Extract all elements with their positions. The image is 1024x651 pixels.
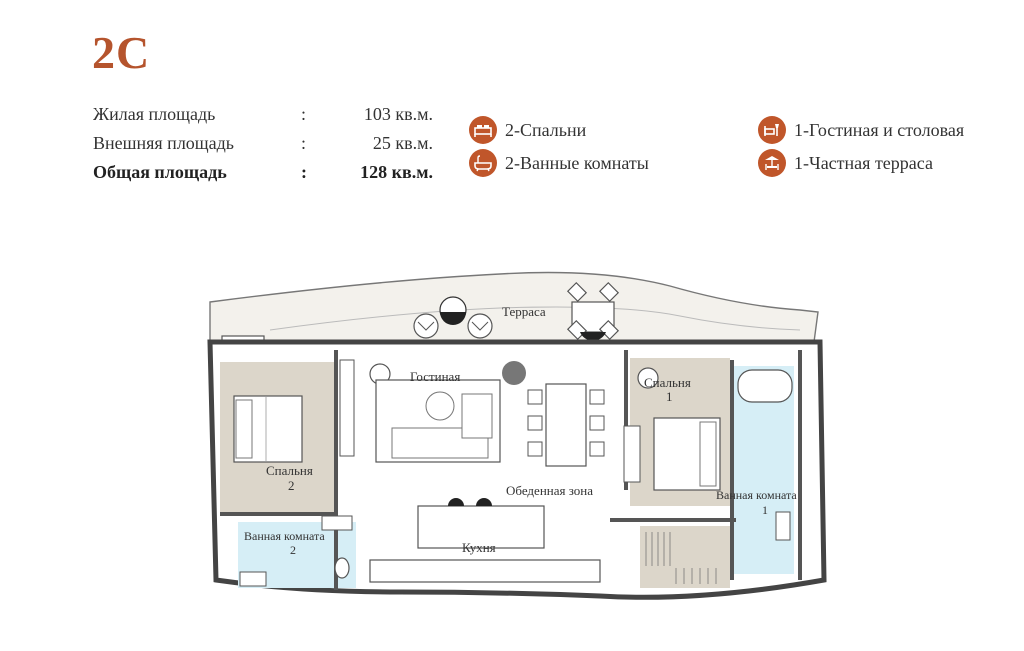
unit-title: 2C xyxy=(92,27,151,78)
area-label: Жилая площадь xyxy=(93,104,216,124)
closet-floor xyxy=(640,526,730,588)
area-label: Общая площадь xyxy=(93,162,227,182)
feature-terrace: 1-Частная терраса xyxy=(758,149,933,177)
bedroom-1-bed xyxy=(653,417,721,491)
label-dining: Обеденная зона xyxy=(506,483,593,498)
terrace-lounge-chair xyxy=(413,313,439,339)
feature-label: 1-Частная терраса xyxy=(794,152,933,173)
bathroom-1-vanity xyxy=(775,511,791,541)
bedroom-2-bed xyxy=(233,395,303,463)
area-value: 103 кв.м. xyxy=(363,104,433,124)
bathroom-2-vanity xyxy=(321,515,353,531)
label-bathroom-2: Ванная комната xyxy=(244,529,325,543)
area-value: 128 кв.м. xyxy=(360,162,433,182)
bathroom-1-bathtub xyxy=(737,369,793,403)
feature-bathrooms: 2-Ванные комнаты xyxy=(469,149,649,177)
feature-bedrooms: 2-Спальни xyxy=(469,116,586,144)
label-terrace: Терраса xyxy=(502,304,546,319)
area-colon: : xyxy=(301,133,307,153)
kitchen-island xyxy=(417,498,545,549)
feature-living-dining: 1-Гостиная и столовая xyxy=(758,116,964,144)
kitchen-counter xyxy=(369,559,601,583)
label-living: Гостиная xyxy=(410,369,460,384)
feature-label: 1-Гостиная и столовая xyxy=(794,119,965,140)
living-column xyxy=(502,361,526,385)
closet-shelving xyxy=(645,532,717,584)
terrace-dining-set xyxy=(566,281,620,341)
floor-plan: Терраса Гостиная Спальня 1 Спальня 2 Обе… xyxy=(207,271,827,600)
terrace-round-table xyxy=(439,296,467,325)
feature-label: 2-Спальни xyxy=(505,119,587,140)
living-dining-icon xyxy=(758,116,786,144)
bedroom-2-wardrobe xyxy=(339,359,355,457)
bedroom-1-dresser xyxy=(623,425,641,483)
area-colon: : xyxy=(301,104,307,124)
dining-table xyxy=(527,383,605,467)
label-bathroom-1-number: 1 xyxy=(762,503,768,517)
bathtub-icon xyxy=(469,149,497,177)
label-bedroom-2: Спальня xyxy=(266,463,313,478)
bed-icon xyxy=(469,116,497,144)
living-sofa xyxy=(375,379,501,463)
feature-label: 2-Ванные комнаты xyxy=(505,152,649,173)
bedroom-1-armchair xyxy=(637,367,659,389)
label-bedroom-1-number: 1 xyxy=(666,389,673,404)
label-bedroom-1: Спальня xyxy=(644,375,691,390)
label-bathroom-1: Ванная комната xyxy=(716,488,797,502)
label-kitchen: Кухня xyxy=(462,540,496,555)
label-bedroom-2-number: 2 xyxy=(288,478,295,493)
area-label: Внешняя площадь xyxy=(93,133,235,153)
bathroom-2-toilet xyxy=(334,557,350,579)
terrace-icon xyxy=(758,149,786,177)
area-value: 25 кв.м. xyxy=(372,133,433,153)
label-bathroom-2-number: 2 xyxy=(290,543,296,557)
terrace-lounge-chair xyxy=(467,313,493,339)
area-colon: : xyxy=(301,162,307,182)
bathroom-2-shower xyxy=(239,571,267,587)
